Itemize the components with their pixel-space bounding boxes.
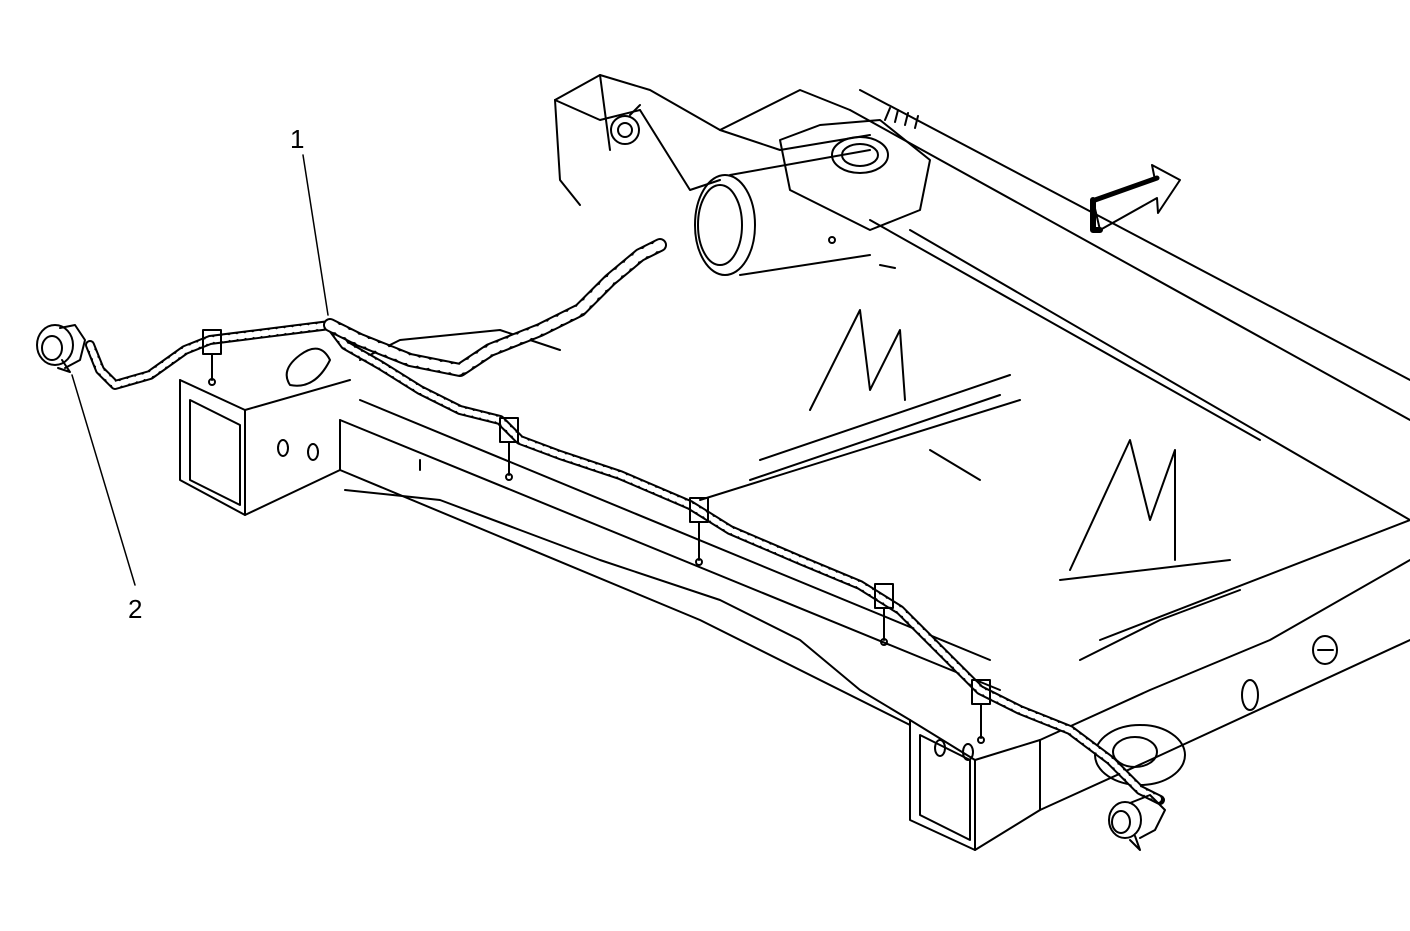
harness-clips [202, 329, 991, 744]
callout-label-1: 1 [290, 124, 305, 154]
callout-1-leader [302, 154, 329, 316]
clip-2 [499, 417, 519, 481]
clip-4 [874, 583, 894, 646]
trailer-connector-left [36, 324, 86, 373]
trailer-connector-right [1108, 794, 1166, 851]
clip-1 [202, 329, 222, 386]
wiring-harness [85, 238, 1165, 805]
frame-rail-near [179, 329, 1001, 726]
frame-rail-far [554, 74, 1410, 521]
inner-gussets [699, 309, 1231, 581]
callout-2-leader [71, 374, 136, 586]
axle-tube [694, 107, 931, 276]
front-arrow-icon [1090, 164, 1181, 233]
callout-label-2: 2 [128, 594, 143, 624]
clip-3 [689, 497, 709, 566]
clip-5 [971, 679, 991, 744]
